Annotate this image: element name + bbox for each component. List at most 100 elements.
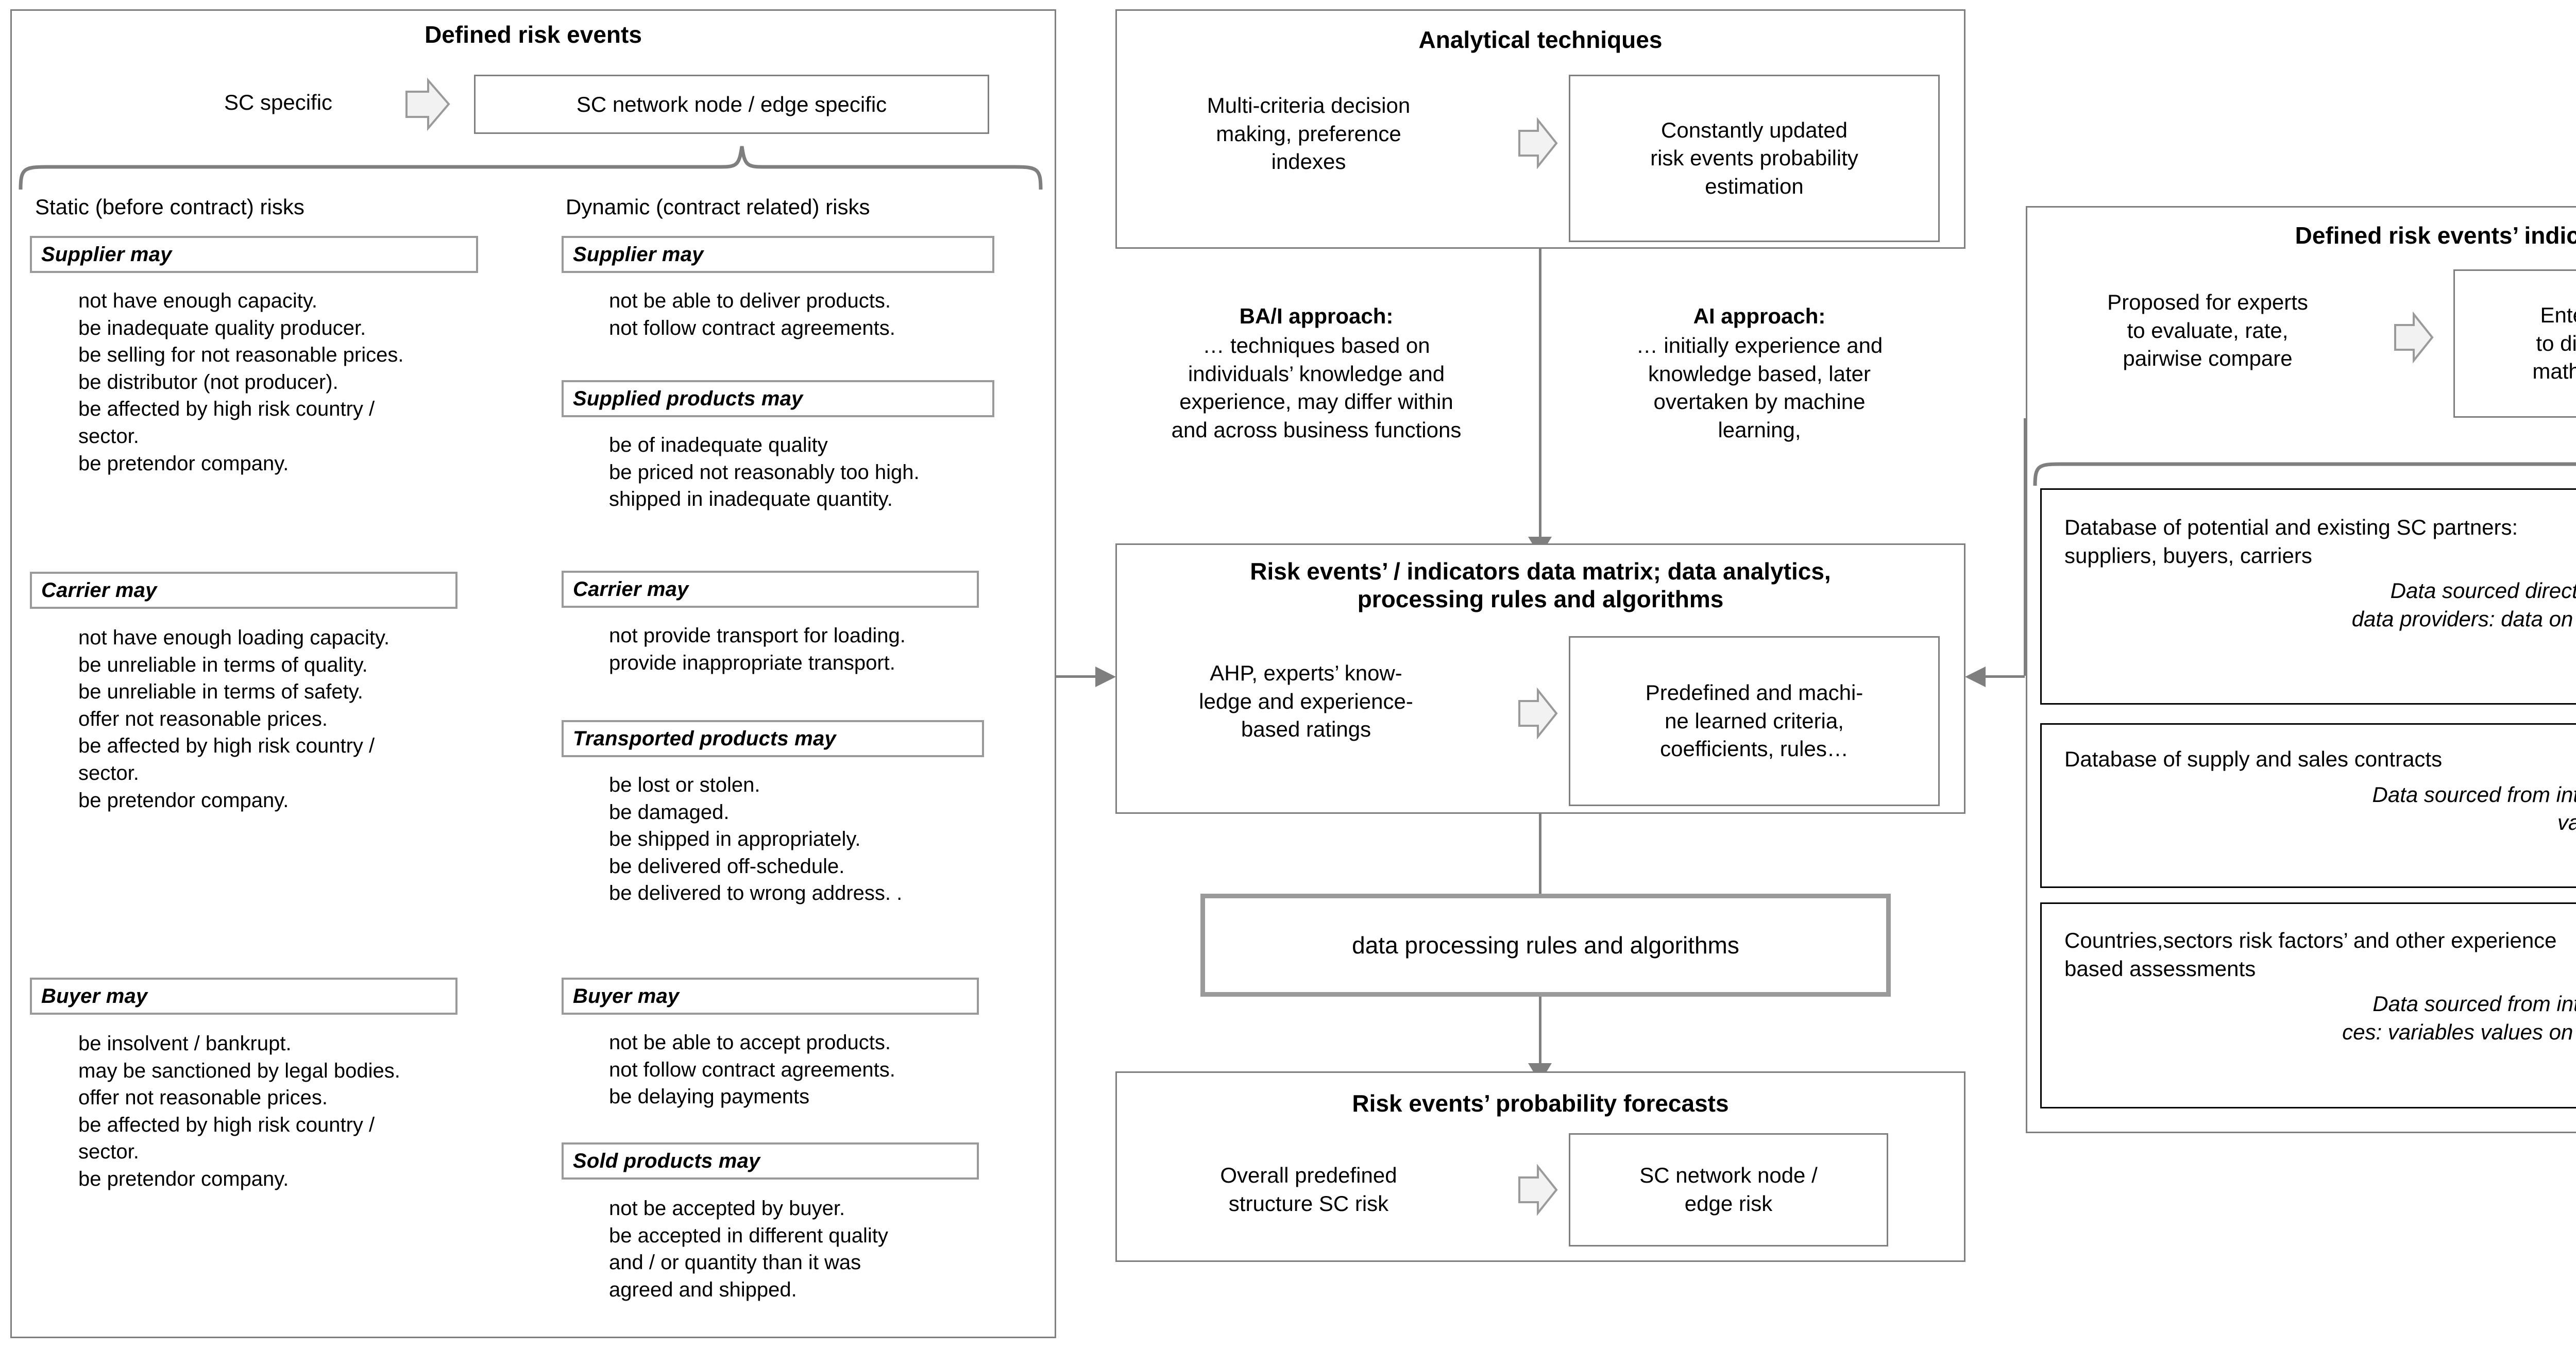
constantly-updated-estimation-box: Constantly updated risk events probabili… xyxy=(1569,75,1940,242)
list-item: be priced not reasonably too high. xyxy=(609,460,920,484)
text-line: making, preference xyxy=(1216,121,1401,146)
indicators-left-text: Proposed for experts to evaluate, rate, … xyxy=(2056,288,2360,373)
list-item: be pretendor company. xyxy=(78,1167,289,1190)
list-item: be affected by high risk country / xyxy=(78,735,375,758)
chevron-right-icon-analytical xyxy=(1517,117,1558,169)
list-item: not have enough loading capacity. xyxy=(78,626,390,649)
connector-matrix-to-processing xyxy=(1539,814,1541,894)
dynamic-risks-heading: Dynamic (contract related) risks xyxy=(566,195,870,219)
list-item: be selling for not reasonable prices. xyxy=(78,344,404,367)
arrowhead-right-matrix xyxy=(1094,665,1117,691)
list-item: be lost or stolen. xyxy=(609,774,760,796)
group-label-text: Supplier may xyxy=(573,243,704,266)
list-item: offer not reasonable prices. xyxy=(78,707,328,730)
list-item: be delaying payments xyxy=(609,1085,810,1108)
list-item: and / or quantity than it was xyxy=(609,1251,861,1274)
text-line: ledge and experience- xyxy=(1199,689,1413,713)
group-label-text: Carrier may xyxy=(41,578,157,602)
entered-in-machines-box: Entered in machines to discover statisti… xyxy=(2453,269,2576,418)
database-heading-partners: Database of potential and existing SC pa… xyxy=(2064,514,2576,570)
analytical-right-text: Constantly updated risk events probabili… xyxy=(1650,116,1858,201)
group-label-carrier-may-dynamic: Carrier may xyxy=(562,571,979,608)
list-item: be shipped in appropriately. xyxy=(609,828,861,851)
chevron-right-icon-indicators xyxy=(2393,312,2434,363)
text-line: ne learned criteria, xyxy=(1665,708,1844,733)
bai-approach-title: BA/I approach: xyxy=(1239,304,1394,328)
text-line: Database of supply and sales contracts xyxy=(2064,747,2443,771)
text-line: structure SC risk xyxy=(1228,1191,1389,1216)
list-item: be distributor (not producer). xyxy=(78,370,338,394)
indicators-right-text: Entered in machines to discover statisti… xyxy=(2532,301,2576,386)
forecasts-right-text: SC network node / edge risk xyxy=(1639,1162,1818,1218)
ai-approach-title: AI approach: xyxy=(1693,304,1826,328)
text-line: Data sourced directly from partners or t… xyxy=(2390,578,2576,603)
list-item: not have enough capacity. xyxy=(78,289,318,312)
forecasts-left-text: Overall predefined structure SC risk xyxy=(1144,1162,1473,1218)
list-item: agreed and shipped. xyxy=(609,1278,797,1301)
list-item: be accepted in different quality xyxy=(609,1224,888,1247)
database-box-country-sector: Countries,sectors risk factors’ and othe… xyxy=(2040,902,2576,1108)
text-line: SC network node / xyxy=(1639,1163,1818,1188)
connector-right-panel-vertical xyxy=(2024,418,2026,676)
predefined-machine-learned-box: Predefined and machi- ne learned criteri… xyxy=(1569,636,1940,806)
database-heading-contracts: Database of supply and sales contracts xyxy=(2064,745,2576,774)
text-line: Data sourced from internal and external … xyxy=(2372,992,2576,1016)
text-line: individuals’ knowledge and xyxy=(1188,361,1445,386)
risk-list-buyer-static: be insolvent / bankrupt. may be sanction… xyxy=(78,1030,400,1193)
database-box-contracts: Database of supply and sales contracts D… xyxy=(2040,723,2576,888)
group-label-text: Buyer may xyxy=(41,984,148,1008)
text-line: suppliers, buyers, carriers xyxy=(2064,543,2312,568)
data-matrix-title: Risk events’ / indicators data matrix; d… xyxy=(1121,557,1960,613)
left-panel-title: Defined risk events xyxy=(425,21,642,48)
list-item: shipped in inadequate quantity. xyxy=(609,488,893,511)
group-label-text: Supplier may xyxy=(41,243,172,266)
left-brace-icon xyxy=(15,144,1046,191)
sc-network-node-edge-risk-box: SC network node / edge risk xyxy=(1569,1133,1888,1246)
risk-list-sold-products: not be accepted by buyer. be accepted in… xyxy=(609,1195,888,1303)
chevron-right-icon-matrix xyxy=(1517,688,1558,739)
group-label-text: Supplied products may xyxy=(573,387,803,410)
analytical-techniques-title: Analytical techniques xyxy=(1418,26,1663,53)
list-item: be pretendor company. xyxy=(78,789,289,812)
text-line: Countries,sectors risk factors’ and othe… xyxy=(2064,928,2557,952)
text-line: mathematical patterns xyxy=(2532,359,2576,384)
list-item: be affected by high risk country / xyxy=(78,398,375,421)
text-line: processing rules and algorithms xyxy=(1357,586,1724,612)
list-item: not follow contract agreements. xyxy=(609,316,895,339)
group-label-text: Transported products may xyxy=(573,727,836,750)
list-item: be delivered to wrong address. . xyxy=(609,882,903,905)
text-line: pairwise compare xyxy=(2123,346,2293,371)
risk-list-carrier-static: not have enough loading capacity. be unr… xyxy=(78,624,389,814)
risk-list-supplier-static: not have enough capacity. be inadequate … xyxy=(78,287,403,477)
text-line: to evaluate, rate, xyxy=(2127,318,2289,343)
list-item: not be able to accept products. xyxy=(609,1031,891,1054)
list-item: provide inappropriate transport. xyxy=(609,651,895,674)
static-risks-heading: Static (before contract) risks xyxy=(35,195,304,219)
group-label-text: Buyer may xyxy=(573,984,680,1008)
text-line: to discover statistical, xyxy=(2536,331,2576,355)
group-label-supplier-may-dynamic: Supplier may xyxy=(562,236,994,273)
text-line: Constantly updated xyxy=(1661,117,1848,142)
text-line: coefficients, rules… xyxy=(1660,737,1849,761)
text-line: ces: variables values on 3 and 5 categor… xyxy=(2342,1019,2576,1044)
text-line: learning, xyxy=(1718,417,1801,442)
list-item: be insolvent / bankrupt. xyxy=(78,1032,292,1055)
connector-analytical-to-matrix xyxy=(1539,249,1541,545)
list-item: be unreliable in terms of quality. xyxy=(78,653,368,676)
sc-network-node-edge-specific-label: SC network node / edge specific xyxy=(576,92,887,116)
group-label-sold-products-may: Sold products may xyxy=(562,1142,979,1180)
defined-risk-events-panel xyxy=(10,9,1056,1338)
right-brace-icon xyxy=(2030,440,2576,487)
matrix-left-text: AHP, experts’ know- ledge and experience… xyxy=(1141,659,1471,744)
chevron-right-icon-top xyxy=(404,77,451,131)
list-item: sector. xyxy=(78,424,139,448)
group-label-text: Carrier may xyxy=(573,577,689,601)
database-note-partners: Data sourced directly from partners or t… xyxy=(2064,577,2576,633)
connector-processing-to-forecasts xyxy=(1539,997,1541,1071)
text-line: edge risk xyxy=(1684,1191,1773,1216)
list-item: be damaged. xyxy=(609,800,730,824)
list-item: be affected by high risk country / xyxy=(78,1113,375,1136)
group-label-text: Sold products may xyxy=(573,1149,760,1172)
group-label-transported-products-may: Transported products may xyxy=(562,720,984,757)
group-label-supplier-may-static: Supplier may xyxy=(30,236,478,273)
